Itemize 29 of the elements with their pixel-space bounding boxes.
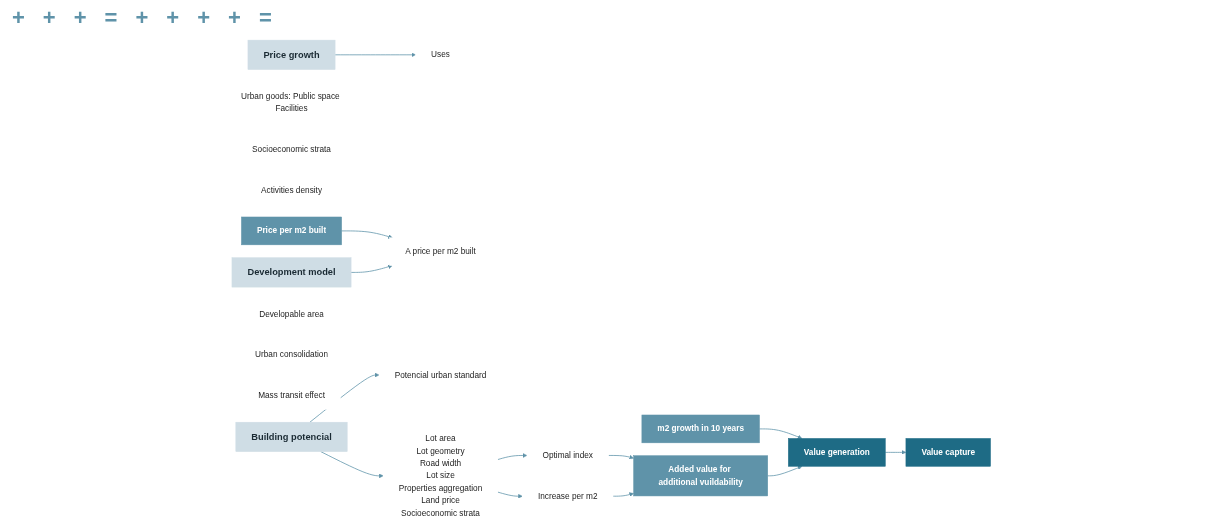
node-box: Price per m2 built — [241, 216, 342, 246]
operator-sign: = — [104, 5, 118, 31]
operator-sign: + — [73, 5, 87, 31]
node-text: Socioeconomic strata — [252, 144, 331, 154]
node-text: Urban goods: Public space Facilities — [241, 91, 340, 113]
node-text: Urban consolidation — [255, 350, 328, 359]
operator-sign: + — [197, 5, 210, 31]
node-text: Activities density — [261, 185, 323, 195]
node-text: Mass transit effect — [258, 390, 325, 400]
operator-sign: + — [42, 5, 56, 31]
node-text: Developable area — [259, 309, 324, 319]
node-box: Price growth — [247, 39, 336, 70]
node-box: m2 growth in 10 years — [641, 414, 760, 444]
node-text: Optimal index — [542, 450, 593, 460]
node-text: Uses — [431, 50, 450, 59]
node-text: A price per m2 built — [405, 247, 476, 256]
operator-sign: + — [166, 5, 180, 31]
operator-sign: + — [228, 5, 241, 31]
node-box: Development model — [231, 257, 352, 288]
node-box: Value generation — [788, 438, 886, 467]
node-box: Building potencial — [235, 421, 348, 452]
node-box: Added value for additional vuildability — [633, 455, 768, 497]
node-box: Value capture — [905, 438, 991, 467]
node-text: Potencial urban standard — [394, 370, 487, 380]
node-text: Lot area Lot geometry Road width Lot size Properties aggregation Land price Socioeconomic strata — [398, 434, 483, 518]
operator-sign: = — [258, 5, 272, 31]
operator-sign: + — [12, 5, 25, 31]
operator-sign: + — [135, 5, 149, 31]
node-text: Increase per m2 — [537, 491, 598, 501]
